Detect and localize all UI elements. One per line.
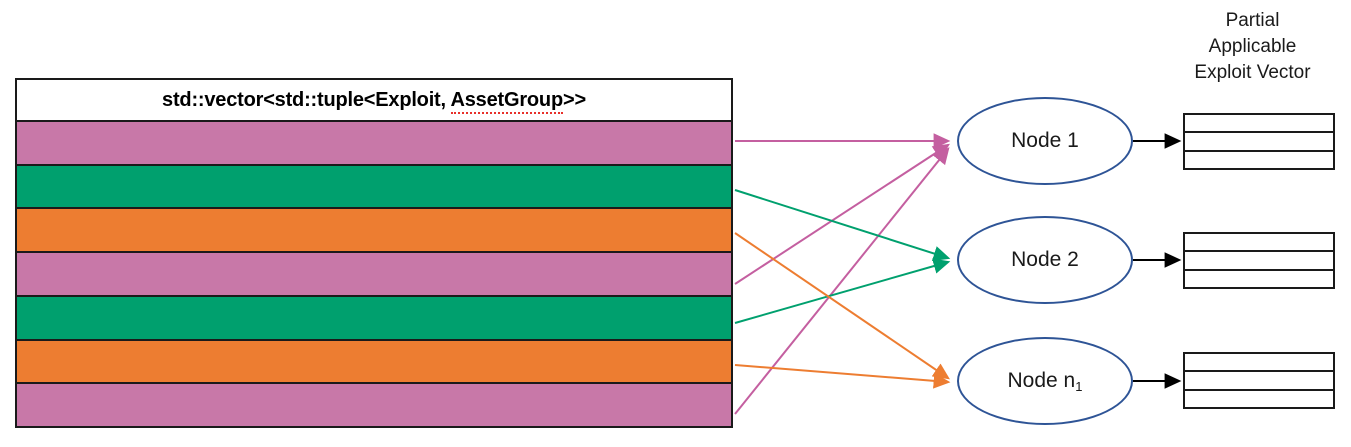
vector-cell xyxy=(1185,234,1333,253)
node-n1-label: Node n1 xyxy=(1007,369,1083,394)
vector-cell xyxy=(1185,152,1333,168)
node-n1[interactable]: Node n1 xyxy=(957,337,1133,425)
arrow-row6-to-noden1 xyxy=(734,364,951,389)
table-row[interactable] xyxy=(17,122,731,166)
arrow-row7-to-node1 xyxy=(734,147,950,415)
vector-cell xyxy=(1185,133,1333,152)
partial-applicable-exploit-vector-2 xyxy=(1183,232,1335,289)
vector-cell xyxy=(1185,354,1333,373)
vector-cell xyxy=(1185,115,1333,134)
arrow-row5-to-node2 xyxy=(734,258,951,324)
table-row[interactable] xyxy=(17,209,731,254)
table-row[interactable] xyxy=(17,253,731,297)
vector-table-header-text: std::vector<std::tuple<Exploit, AssetGro… xyxy=(162,88,586,114)
caption-line-3: Exploit Vector xyxy=(1194,62,1311,83)
node-1[interactable]: Node 1 xyxy=(957,97,1133,185)
node-1-label: Node 1 xyxy=(1011,129,1079,152)
table-row[interactable] xyxy=(17,296,731,341)
node-2[interactable]: Node 2 xyxy=(957,216,1133,304)
node-n1-label-subscript: 1 xyxy=(1075,379,1083,394)
header-prefix: std::vector<std::tuple<Exploit, xyxy=(162,88,451,111)
header-suffix: >> xyxy=(562,88,586,111)
partial-applicable-exploit-vector-3 xyxy=(1183,352,1335,409)
node-2-label: Node 2 xyxy=(1011,248,1079,271)
table-row[interactable] xyxy=(17,384,731,427)
arrow-row2-to-node2 xyxy=(734,189,951,262)
arrow-row4-to-node1 xyxy=(734,143,951,285)
arrow-row3-to-noden1 xyxy=(734,232,950,380)
exploit-assetgroup-vector-table: std::vector<std::tuple<Exploit, AssetGro… xyxy=(15,78,733,428)
vector-cell xyxy=(1185,372,1333,391)
node-n1-label-base: Node n xyxy=(1007,369,1076,392)
table-row[interactable] xyxy=(17,340,731,385)
partial-applicable-exploit-vector-caption: Partial Applicable Exploit Vector xyxy=(1160,8,1345,86)
vector-table-rows xyxy=(17,122,731,427)
caption-line-2: Applicable xyxy=(1208,36,1297,57)
partial-applicable-exploit-vector-1 xyxy=(1183,113,1335,170)
vector-table-header: std::vector<std::tuple<Exploit, AssetGro… xyxy=(17,80,731,122)
caption-line-1: Partial xyxy=(1225,10,1280,31)
vector-cell xyxy=(1185,271,1333,287)
table-row[interactable] xyxy=(17,165,731,210)
vector-cell xyxy=(1185,391,1333,407)
header-assetgroup-token: AssetGroup xyxy=(450,88,563,114)
vector-cell xyxy=(1185,252,1333,271)
